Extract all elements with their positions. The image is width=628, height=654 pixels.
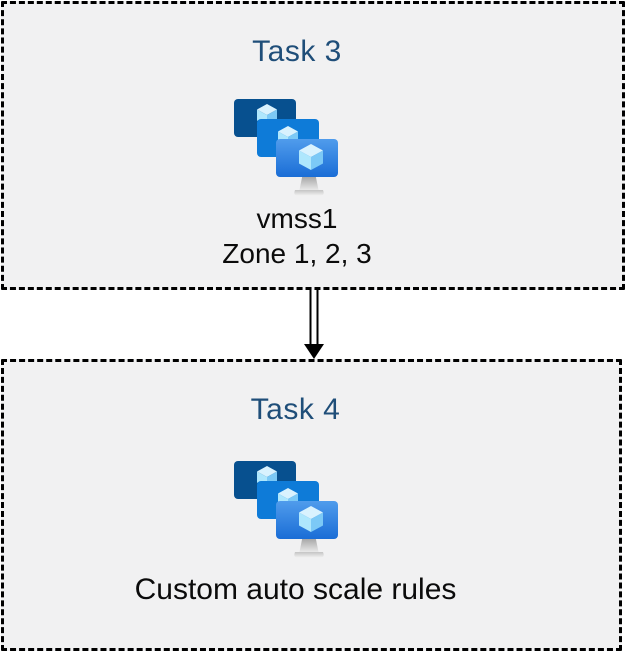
task3-title: Task 3 xyxy=(252,35,342,68)
task4-label: Custom auto scale rules xyxy=(4,572,587,608)
vm-scale-sets-icon xyxy=(234,461,338,558)
vm-scale-sets-icon xyxy=(234,99,338,196)
monitor-stand-base xyxy=(294,552,324,558)
double-line-arrow-icon xyxy=(304,290,324,359)
cube-front-icon xyxy=(299,506,323,532)
cube-front-icon xyxy=(299,144,323,170)
task3-box: Task 3 vmss1 xyxy=(1,1,625,290)
task4-title: Task 4 xyxy=(250,393,341,426)
task4-box: Task 4 Custom auto xyxy=(1,359,622,651)
task3-label: vmss1 Zone 1, 2, 3 xyxy=(4,201,590,271)
task3-label-line2: Zone 1, 2, 3 xyxy=(222,238,372,269)
monitor-stand-base xyxy=(294,190,324,196)
monitor-stand-neck xyxy=(299,537,319,552)
task3-label-line1: vmss1 xyxy=(256,203,338,234)
task4-label-line1: Custom auto scale rules xyxy=(134,573,457,606)
monitor-stand-neck xyxy=(299,175,319,190)
